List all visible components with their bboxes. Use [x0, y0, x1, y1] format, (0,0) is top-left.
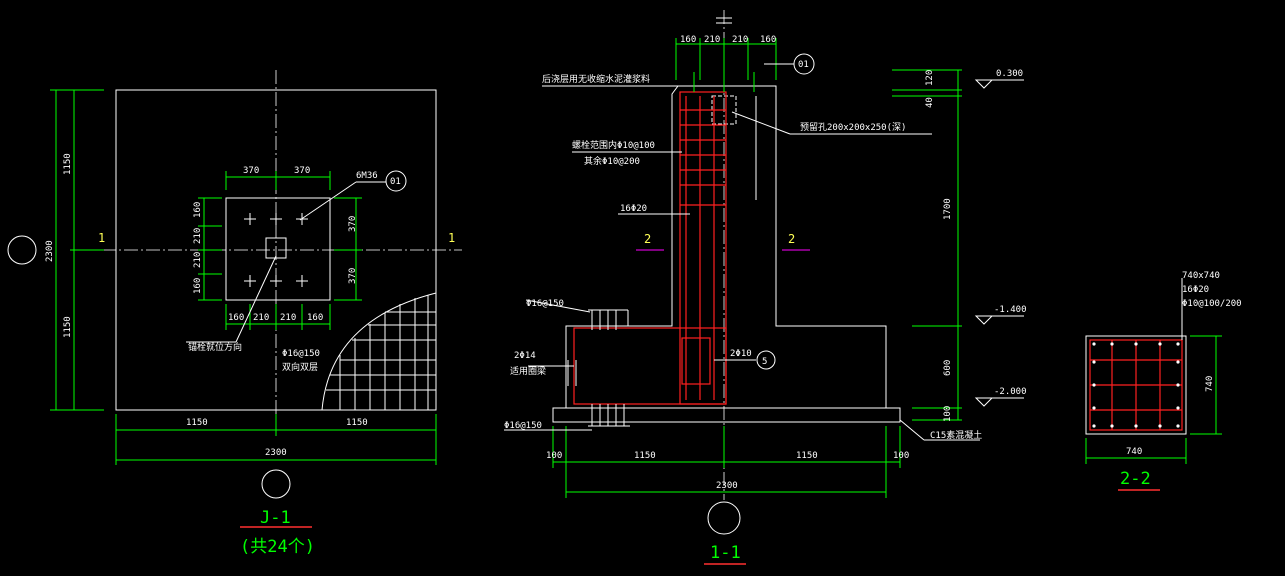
bottom-bar-ticks — [567, 309, 630, 427]
section-1-1: 后浇层用无收缩水泥灌浆料 160 210 210 160 01 预留孔200x2… — [504, 10, 1027, 565]
bar-2phi10: 2Φ10 — [730, 349, 752, 359]
c15-bed — [552, 407, 901, 423]
dim-top-210-b: 210 — [732, 35, 748, 45]
column-section-outline — [1085, 335, 1187, 435]
dim-2300-bottom: 2300 — [265, 448, 287, 458]
dim-160-b: 160 — [193, 278, 203, 294]
dim-v-100: 100 — [943, 406, 953, 422]
axis-bubble-left — [7, 235, 37, 265]
dim-h-1150-right: 1150 — [796, 451, 818, 461]
dim-h-1150-left: 1150 — [634, 451, 656, 461]
anchor-label: 锚栓就位方向 — [188, 341, 242, 353]
dim-top-160-a: 160 — [680, 35, 696, 45]
rebar-mesh — [321, 292, 437, 411]
section-leaders — [504, 63, 980, 441]
callout-circle-5 — [756, 350, 776, 370]
subtitle-j1: (共24个) — [240, 537, 315, 557]
dim-top-160-b: 160 — [760, 35, 776, 45]
title-11: 1-1 — [710, 543, 741, 563]
bottom-bar-bottom: Φ16@150 — [504, 421, 542, 431]
section-2-2: 740x740 16Φ20 Φ10@100/200 740 740 2-2 — [1085, 271, 1242, 491]
dim-370-right: 370 — [294, 166, 310, 176]
dim-1150-bottom-left: 1150 — [186, 418, 208, 428]
rebar-label-2: 双向双层 — [282, 361, 318, 373]
plan-dimensions — [50, 89, 437, 465]
column-dimensions — [1085, 335, 1222, 464]
section-dimensions — [552, 69, 962, 498]
dim-bot-210-a: 210 — [253, 313, 269, 323]
callout-circle-01-section — [793, 53, 815, 75]
dim-370-left: 370 — [243, 166, 259, 176]
elev-mid: -1.400 — [994, 305, 1027, 315]
anchor-bolts-top — [675, 38, 777, 92]
title-22: 2-2 — [1120, 469, 1151, 489]
dim-210-b: 210 — [193, 252, 203, 268]
elevation-markers — [974, 79, 1024, 407]
column-note-stirrup: Φ10@100/200 — [1182, 299, 1242, 309]
column-bars — [1092, 342, 1180, 428]
dim-210-a: 210 — [193, 228, 203, 244]
concrete-note: C15素混凝土 — [930, 429, 982, 441]
bolt-markers — [244, 213, 308, 287]
dim-370-right-a: 370 — [348, 216, 358, 232]
section-2-left: 2 — [644, 232, 651, 246]
top-note: 后浇层用无收缩水泥灌浆料 — [542, 73, 650, 85]
hole-note: 预留孔200x200x250(深) — [800, 121, 906, 133]
stirrup-note-1: 螺栓范围内Φ10@100 — [572, 139, 655, 151]
dim-top-210-a: 210 — [704, 35, 720, 45]
section-2-right: 2 — [788, 232, 795, 246]
dim-bot-210-b: 210 — [280, 313, 296, 323]
dim-1150-left-bottom: 1150 — [63, 316, 73, 338]
column-dim-bottom: 740 — [1126, 447, 1142, 457]
dim-v-1700: 1700 — [943, 198, 953, 220]
callout-circle-01 — [385, 170, 407, 192]
callout-01-text: 01 — [390, 177, 401, 187]
bolt-leader — [299, 181, 357, 221]
dim-2300-left: 2300 — [45, 240, 55, 262]
section-mark-left: 1 — [98, 231, 105, 245]
anchor-leader — [235, 255, 277, 343]
dim-h-2300: 2300 — [716, 481, 738, 491]
dim-bot-160-b: 160 — [307, 313, 323, 323]
axis-bubble-section — [707, 501, 741, 535]
dim-160-a: 160 — [193, 202, 203, 218]
dim-1150-bottom-right: 1150 — [346, 418, 368, 428]
elev-top: 0.300 — [996, 69, 1023, 79]
dim-h-100-left: 100 — [546, 451, 562, 461]
dim-v-40: 40 — [925, 97, 935, 108]
plan-j1: 370 370 1150 1150 2300 160 210 210 160 3… — [7, 70, 462, 557]
column-note-size: 740x740 — [1182, 271, 1220, 281]
bar-2phi14: 2Φ14 — [514, 351, 536, 361]
callout-01-section-text: 01 — [798, 60, 809, 70]
dim-bot-160-a: 160 — [228, 313, 244, 323]
bottom-bar-top: Φ16@150 — [526, 299, 564, 309]
title-j1: J-1 — [260, 508, 291, 528]
elev-bot: -2.000 — [994, 387, 1027, 397]
ring-note: 适用圈梁 — [510, 365, 546, 377]
dim-v-120: 120 — [925, 70, 935, 86]
dim-v-600: 600 — [943, 360, 953, 376]
column-dim-right: 740 — [1205, 376, 1215, 392]
stirrup-note-2: 其余Φ10@200 — [584, 155, 640, 167]
dim-h-100-right: 100 — [893, 451, 909, 461]
column-ties — [1090, 340, 1182, 430]
pedestal-plan-outline — [225, 197, 331, 301]
dim-370-right-b: 370 — [348, 268, 358, 284]
axis-bubble-bottom — [261, 469, 291, 499]
column-note-bar: 16Φ20 — [1182, 285, 1209, 295]
section-mark-right: 1 — [448, 231, 455, 245]
footing-section-outline — [565, 85, 887, 409]
bolt-label: 6M36 — [356, 171, 378, 181]
callout-5-text: 5 — [762, 357, 767, 367]
rebar-label-1: Φ16@150 — [282, 349, 320, 359]
rebar-cage — [573, 91, 727, 405]
main-bar: 16Φ20 — [620, 204, 647, 214]
dim-1150-left-top: 1150 — [63, 153, 73, 175]
